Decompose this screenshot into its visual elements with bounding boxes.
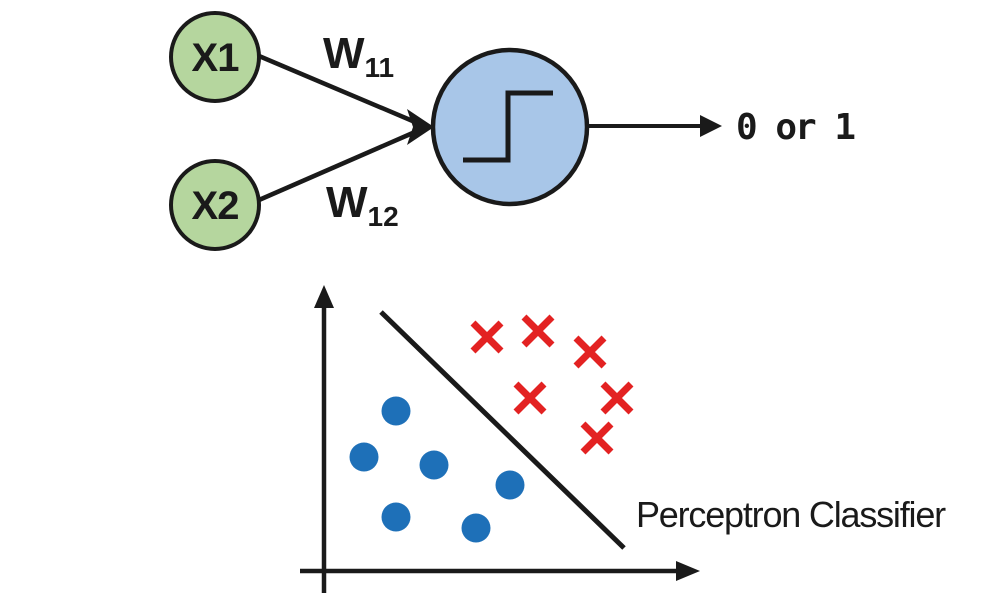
- class-cross-point: [600, 381, 634, 415]
- weight-label-w11: W11: [323, 29, 394, 83]
- class-cross-point: [580, 421, 614, 455]
- input-node-x2: [169, 159, 261, 251]
- y-axis-arrowhead-icon: [314, 285, 334, 308]
- class-dot-point: [349, 442, 379, 472]
- class-cross-point: [470, 320, 504, 354]
- input-node-x1: [169, 11, 261, 103]
- class-dot-point: [381, 502, 411, 532]
- step-function-icon: [463, 90, 553, 163]
- scatter-section: Perceptron Classifier: [300, 285, 947, 593]
- class-dot-points: [349, 396, 525, 543]
- x-axis-arrowhead-icon: [676, 561, 700, 581]
- class-dot-point: [419, 450, 449, 480]
- input-node-x1-label: X1: [192, 36, 240, 80]
- weight-w11-base: W: [323, 29, 365, 78]
- output-arrowhead-icon: [700, 115, 722, 137]
- connection-line-w11: [258, 53, 416, 125]
- output-label: 0 or 1: [736, 107, 854, 148]
- weight-w12-subscript: 12: [368, 201, 399, 232]
- class-dot-point: [461, 513, 491, 543]
- weight-label-w12: W12: [326, 178, 399, 232]
- decision-boundary-line: [379, 310, 626, 550]
- class-cross-point: [521, 314, 555, 348]
- input-node-x2-label: X2: [192, 184, 239, 228]
- class-dot-point: [381, 396, 411, 426]
- connection-line-w12: [258, 129, 416, 203]
- weight-w12-base: W: [326, 178, 368, 227]
- scatter-caption: Perceptron Classifier: [636, 494, 946, 535]
- network-section: X1 X2 W11 W12 0 or 1: [169, 11, 856, 251]
- class-cross-points: [470, 314, 634, 455]
- class-dot-point: [495, 470, 525, 500]
- class-cross-point: [573, 335, 607, 369]
- class-cross-point: [513, 381, 547, 415]
- weight-w11-subscript: 11: [365, 52, 395, 83]
- input-arrowhead-icon: [407, 109, 434, 145]
